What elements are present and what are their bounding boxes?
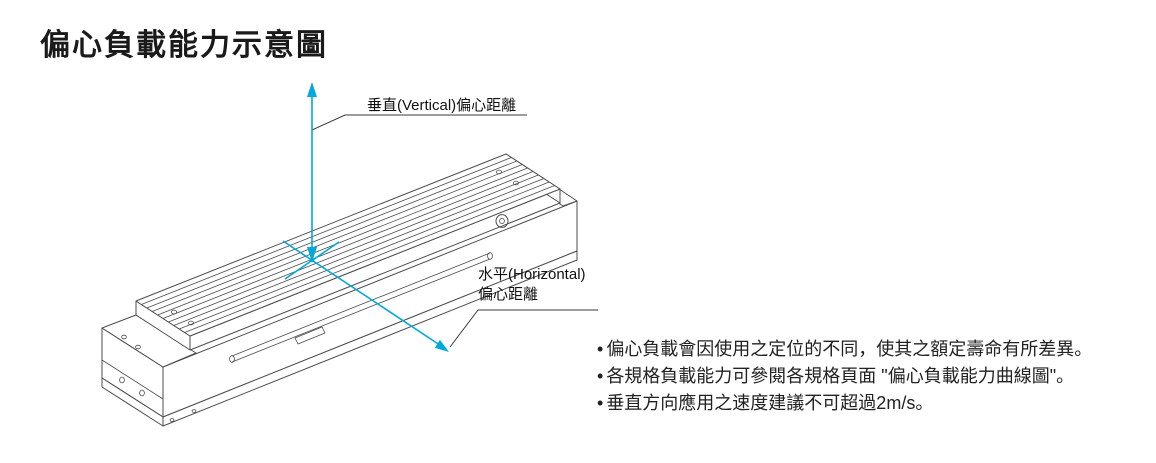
side-rod-end (487, 252, 493, 260)
bullet-marker: • (597, 366, 604, 386)
screw-end-circle (495, 214, 509, 228)
end-plate-hole (139, 389, 145, 397)
end-plate-hole (119, 376, 125, 384)
table-hole (512, 180, 519, 186)
screw-end-circle-inner (499, 217, 505, 224)
note-item: •垂直方向應用之速度建議不可超過2m/s。 (597, 393, 1092, 413)
leader-lines (311, 114, 598, 348)
flange-hole (169, 418, 175, 422)
base-bottom-flange-left (101, 377, 164, 427)
note-text: 垂直方向應用之速度建議不可超過2m/s。 (606, 393, 934, 413)
side-rod-end (229, 355, 235, 363)
center-point (309, 257, 315, 263)
vertical-label-leader (311, 114, 527, 131)
horizontal-distance-label-line2: 偏心距離 (478, 286, 539, 303)
machine-body (101, 153, 578, 427)
note-text: 偏心負載會因使用之定位的不同，使其之額定壽命有所差異。 (606, 339, 1093, 359)
table-hole (171, 309, 178, 315)
note-item: •各規格負載能力可參閱各規格頁面 "偏心負載能力曲線圖"。 (597, 366, 1092, 386)
eccentric-load-diagram (50, 75, 620, 455)
bullet-marker: • (597, 393, 604, 413)
vertical-arrow-down-head (307, 247, 317, 262)
page-title: 偏心負載能力示意圖 (40, 29, 328, 62)
table-hole (187, 320, 194, 326)
notes-list: •偏心負載會因使用之定位的不同，使其之額定壽命有所差異。 •各規格負載能力可參閱… (597, 339, 1092, 413)
table-top-slots (141, 157, 555, 333)
sensor-block (294, 326, 326, 345)
horizontal-arrow (282, 240, 449, 352)
note-text: 各規格負載能力可參閱各規格頁面 "偏心負載能力曲線圖"。 (606, 366, 1075, 386)
side-rod (231, 252, 491, 363)
bullet-marker: • (597, 339, 604, 359)
base-hole (121, 334, 127, 340)
base-top-left-strip (101, 314, 197, 368)
vertical-distance-label: 垂直(Vertical)偏心距離 (367, 97, 517, 114)
end-plate-seam (101, 359, 164, 400)
linear-stage-drawing (101, 82, 598, 427)
horizontal-distance-label-line1: 水平(Horizontal) (478, 266, 586, 283)
horizontal-arrow-head (434, 339, 449, 352)
horizontal-label-leader (449, 309, 598, 348)
base-hole (135, 344, 141, 350)
vertical-arrow (307, 82, 317, 262)
table-hole (495, 169, 502, 175)
vertical-arrow-up-head (307, 82, 317, 97)
horizontal-arrow-line (282, 240, 440, 346)
note-item: •偏心負載會因使用之定位的不同，使其之額定壽命有所差異。 (597, 339, 1092, 359)
flange-hole (191, 409, 197, 413)
horizontal-distance-label: 水平(Horizontal) 偏心距離 (478, 265, 586, 305)
